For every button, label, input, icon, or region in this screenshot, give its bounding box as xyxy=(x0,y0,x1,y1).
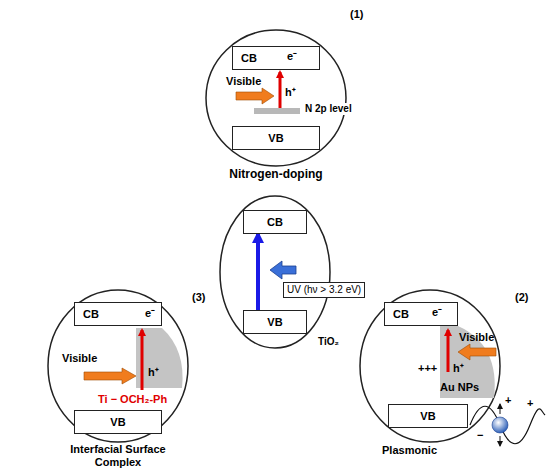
hexagon-shape xyxy=(2,280,237,470)
conduction-band: CB xyxy=(232,46,320,70)
callout-number: (2) xyxy=(515,291,528,304)
hexagon-shape xyxy=(172,190,380,360)
band-ellipse xyxy=(220,196,330,348)
electron-label: e⁻ xyxy=(287,50,297,63)
band-label: VB xyxy=(267,316,282,329)
visible-light-arrow xyxy=(458,344,496,360)
excitation-arrow xyxy=(447,330,450,372)
panel-title: Plasmonic xyxy=(382,444,437,457)
excitation-arrow xyxy=(279,72,282,108)
panel-title: Nitrogen-doping xyxy=(160,168,392,182)
hexagon-shape xyxy=(318,280,548,470)
uv-light-arrow xyxy=(270,261,296,279)
charge-sign: + xyxy=(527,397,533,410)
hexagon-outline xyxy=(160,2,392,183)
hole-label: h⁺ xyxy=(453,362,464,375)
hole-label: h⁺ xyxy=(148,366,159,379)
charge-label: +++ xyxy=(418,362,437,375)
band-label: VB xyxy=(110,416,125,429)
n2p-level xyxy=(254,108,300,114)
hole-label: h⁺ xyxy=(285,86,296,99)
level-label: N 2p level xyxy=(303,103,354,115)
au-nanoparticle xyxy=(492,417,508,433)
band-ellipse xyxy=(48,290,188,442)
band-label: VB xyxy=(420,410,435,423)
hexagon-panel: (3) Interfacial Surface Complex CB VB xyxy=(2,280,237,470)
band-ellipse xyxy=(206,30,346,166)
electron-label: e⁻ xyxy=(432,306,442,319)
surface-complex-label: Ti − OCH₂-Ph xyxy=(96,393,169,406)
panel-title: TiO₂ xyxy=(318,336,339,348)
valence-band: VB xyxy=(388,404,468,428)
callout-number: (1) xyxy=(350,8,363,21)
panel-title: Interfacial Surface Complex xyxy=(62,443,174,468)
callout-number: (3) xyxy=(192,291,205,304)
particle-label: Au NPs xyxy=(440,381,479,394)
charge-sign: + xyxy=(505,394,511,407)
visible-light-arrow xyxy=(236,88,274,104)
visible-light-arrow xyxy=(84,368,136,384)
uv-energy-box: UV (hν > 3.2 eV) xyxy=(283,282,365,298)
oscillation-arrow xyxy=(500,404,501,414)
electron-label: e⁻ xyxy=(145,307,155,320)
excitation-arrow xyxy=(256,234,260,310)
band-label: CB xyxy=(241,52,257,65)
band-label: CB xyxy=(83,308,99,321)
band-label: CB xyxy=(267,216,283,229)
au-np-region xyxy=(440,326,495,398)
light-label: Visible xyxy=(459,331,494,344)
conduction-band: CB xyxy=(384,302,458,326)
oscillation-arrow xyxy=(500,436,501,446)
charge-sign: − xyxy=(477,429,483,442)
valence-band: VB xyxy=(243,310,307,334)
conduction-band: CB xyxy=(243,210,307,234)
hexagon-panel: TiO₂ CB VB xyxy=(172,190,380,360)
light-label: Visible xyxy=(226,75,261,88)
valence-band: VB xyxy=(74,410,162,434)
hexagon-shape xyxy=(160,2,392,183)
hexagon-panel: (1) Nitrogen-doping CB VB xyxy=(160,2,392,183)
light-label: Visible xyxy=(62,352,97,365)
band-ellipse xyxy=(360,290,500,442)
light-wave xyxy=(470,406,545,444)
valence-band: VB xyxy=(232,126,320,150)
band-label: CB xyxy=(393,308,409,321)
band-label: VB xyxy=(268,132,283,145)
excitation-arrow xyxy=(141,330,144,390)
